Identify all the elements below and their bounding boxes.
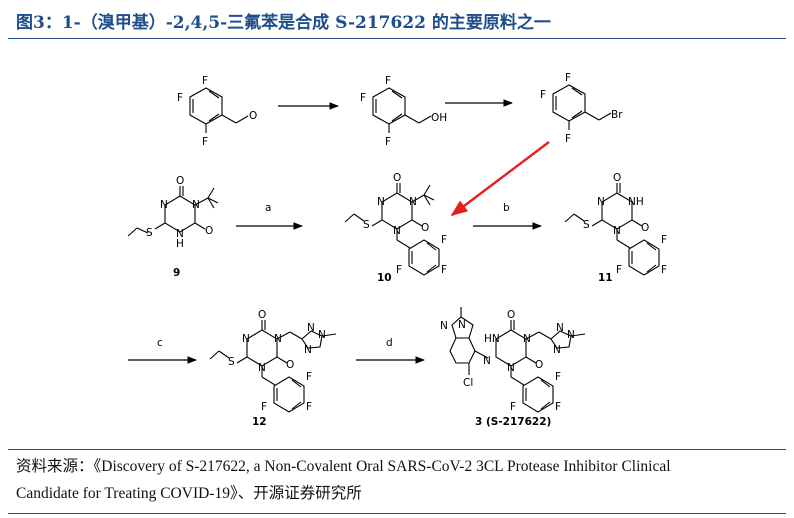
source-line-1: 资料来源：《Discovery of S-217622, a Non-Coval… [16,458,671,475]
atom-label: F [261,401,267,413]
atom-label: O [641,222,649,234]
compound-label-12: 12 [252,416,267,428]
atom-label: N [483,355,491,367]
atom-label: N [556,322,564,334]
atom-label: F [441,264,447,276]
source-divider [8,449,786,450]
atom-label: F [360,92,366,104]
compound-label-10: 10 [377,272,392,284]
atom-label: F [555,371,561,383]
compound-label-9: 9 [173,267,180,279]
atom-label: N [409,196,417,208]
atom-label: F [306,401,312,413]
atom-label: F [661,234,667,246]
figure-title: 图3：1-（溴甲基）-2,4,5-三氟苯是合成 S-217622 的主要原料之一 [16,13,551,33]
atom-label: N [258,362,266,374]
atom-label: N [304,344,312,356]
atom-label: F [540,89,546,101]
atom-label: N [553,344,561,356]
atom-label: N [567,329,575,341]
compound-10-structure [344,183,440,276]
atom-label: N [597,196,605,208]
atom-label: H [176,238,184,250]
atom-label: S [583,219,590,231]
atom-label: Br [611,109,623,121]
atom-label: NH [628,196,644,208]
atom-label: O [421,222,429,234]
compound-12-structure [209,320,337,413]
atom-label: F [661,264,667,276]
atom-label: O [535,359,543,371]
atom-label: F [441,234,447,246]
atom-label: N [160,199,168,211]
atom-label: F [396,264,402,276]
source-line-2: Candidate for Treating COVID-19》、开源证券研究所 [16,485,362,502]
reagent-label: c [157,337,163,349]
compound-3-structure [449,307,586,413]
atom-label: N [242,333,250,345]
reagent-label: a [265,202,271,214]
reagent-label: d [386,337,393,349]
atom-label: Cl [463,377,473,389]
atom-label: S [228,356,235,368]
source-note: 资料来源：《Discovery of S-217622, a Non-Coval… [16,453,786,507]
atom-label: N [377,196,385,208]
atom-label: F [385,136,391,148]
atom-label: N [307,322,315,334]
atom-label: N [192,199,200,211]
atom-label: S [146,227,153,239]
atom-label: S [363,219,370,231]
atom-label: O [205,225,213,237]
highlight-arrow [450,141,550,217]
atom-label: F [202,136,208,148]
atom-label: N [613,225,621,237]
atom-label: N [176,228,184,240]
atom-label: O [286,359,294,371]
atom-label: N [523,333,531,345]
synthesis-scheme: F F F O F F F OH F F F Br [127,72,667,428]
atom-label: F [385,75,391,87]
aldehyde-structure [189,87,249,133]
atom-label: N [318,329,326,341]
atom-label: O [613,172,621,184]
atom-label: F [510,401,516,413]
atom-label: N [440,320,448,332]
atom-label: O [507,309,515,321]
atom-label: F [555,401,561,413]
atom-label: N [458,319,466,331]
compound-9-structure [127,186,219,237]
bottom-divider [8,513,786,514]
title-divider [8,38,786,39]
benzyl-alcohol-structure [372,87,432,133]
benzyl-bromide-structure [552,84,612,130]
atom-label: O [249,110,257,122]
atom-label: O [258,309,266,321]
reagent-label: b [503,202,510,214]
compound-label-11: 11 [598,272,613,284]
atom-label: N [507,362,515,374]
atom-label: N [274,333,282,345]
atom-label: O [393,172,401,184]
atom-label: F [202,75,208,87]
atom-label: F [177,92,183,104]
compound-label-3: 3 (S-217622) [475,416,551,428]
atom-label: OH [431,112,447,124]
atom-label: N [393,225,401,237]
atom-label: F [565,72,571,84]
atom-label: F [565,133,571,145]
atom-label: O [176,175,184,187]
atom-label: HN [484,333,500,345]
atom-label: F [306,371,312,383]
atom-label: F [616,264,622,276]
compound-11-structure [564,183,660,276]
